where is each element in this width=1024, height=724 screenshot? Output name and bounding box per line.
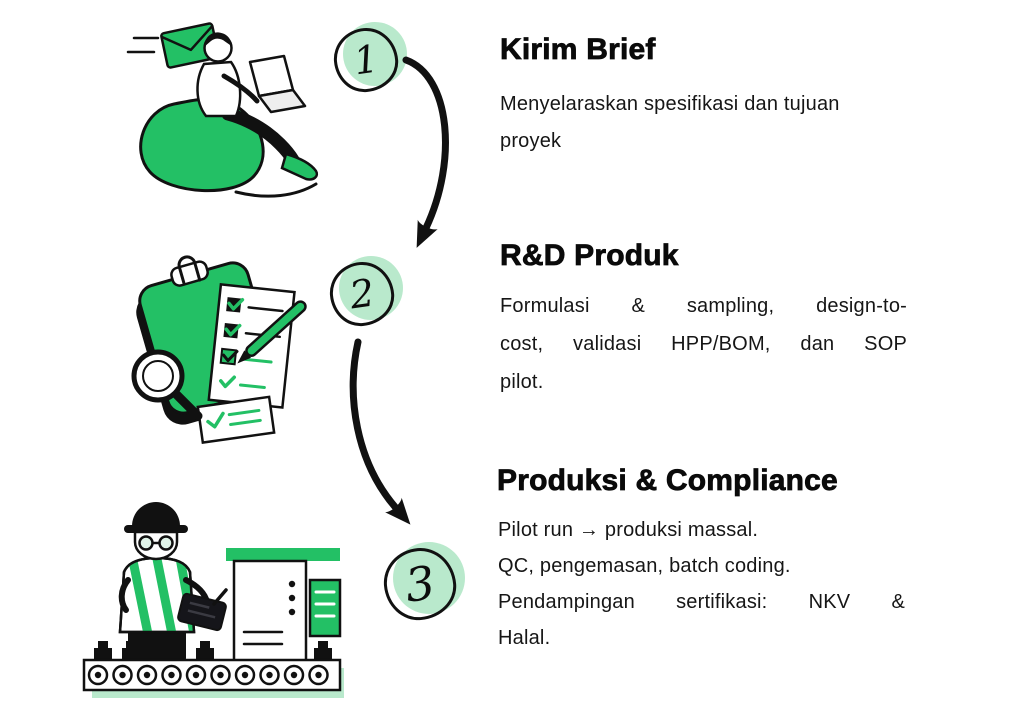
- hair: [204, 32, 232, 47]
- laptop-icon: [248, 54, 307, 114]
- glasses-left: [138, 535, 154, 551]
- glasses-right: [158, 535, 174, 551]
- illustration-rnd-produk: [112, 252, 317, 447]
- step-1-number-badge: 1: [331, 22, 407, 95]
- description-line: QC, pengemasan, batch coding.: [498, 555, 791, 577]
- pen: [212, 588, 228, 606]
- screen: [308, 578, 342, 638]
- description-line: Halal.: [498, 627, 551, 649]
- illustration-produksi-compliance: [78, 492, 346, 707]
- step-2-number-badge: 2: [327, 256, 403, 329]
- step-3-description: Pilot run → produksi massal. QC, pengema…: [498, 512, 905, 656]
- checkbox-row-4: [219, 375, 266, 389]
- note-paper: [196, 395, 276, 444]
- arrow-step2-to-step3: [349, 338, 411, 525]
- badge-highlight: [339, 256, 403, 320]
- step-1-title: Kirim Brief: [500, 33, 656, 67]
- pen-icon: [237, 300, 307, 364]
- machine-top-bar: [226, 548, 340, 561]
- step-number: 2: [346, 270, 378, 318]
- step-3-title: Produksi & Compliance: [497, 464, 839, 498]
- beanbag: [139, 97, 265, 193]
- description-line: Pendampingan sertifikasi: NKV &: [498, 591, 905, 613]
- description-line: cost, validasi HPP/BOM, dan SOP: [500, 333, 907, 355]
- step-2-description: Formulasi & sampling, design-to- cost, v…: [500, 287, 907, 401]
- person: [196, 32, 319, 181]
- illustration-kirim-brief: [118, 8, 323, 203]
- torso: [196, 60, 242, 118]
- step-2-title: R&D Produk: [500, 239, 679, 273]
- step-1-description: Menyelaraskan spesifikasi dan tujuan pro…: [500, 93, 840, 152]
- checkbox-row-1: [226, 297, 284, 313]
- step-3-number-badge: 3: [380, 542, 465, 624]
- badge-highlight: [343, 22, 407, 86]
- description-line: pilot.: [500, 371, 544, 393]
- magnifier-icon: [131, 349, 203, 421]
- arrow-step1-to-step2: [402, 56, 449, 248]
- checkbox-row-3: [219, 347, 273, 366]
- step-number: 3: [401, 555, 439, 613]
- description-line: Formulasi & sampling, design-to-: [500, 295, 907, 317]
- rollers: [87, 664, 329, 686]
- paperclip-icon: [177, 255, 202, 285]
- ground-line: [234, 182, 318, 198]
- hard-hat-icon: [124, 502, 188, 533]
- worker: [118, 502, 228, 664]
- conveyor-belt: [82, 658, 344, 698]
- arm: [221, 73, 260, 104]
- speed-lines: [126, 36, 160, 54]
- shoe: [280, 152, 319, 181]
- arm-left: [118, 577, 131, 613]
- conveyor-items: [94, 641, 332, 660]
- description-line: Pilot run → produksi massal.: [498, 519, 759, 541]
- badge-highlight: [393, 542, 465, 614]
